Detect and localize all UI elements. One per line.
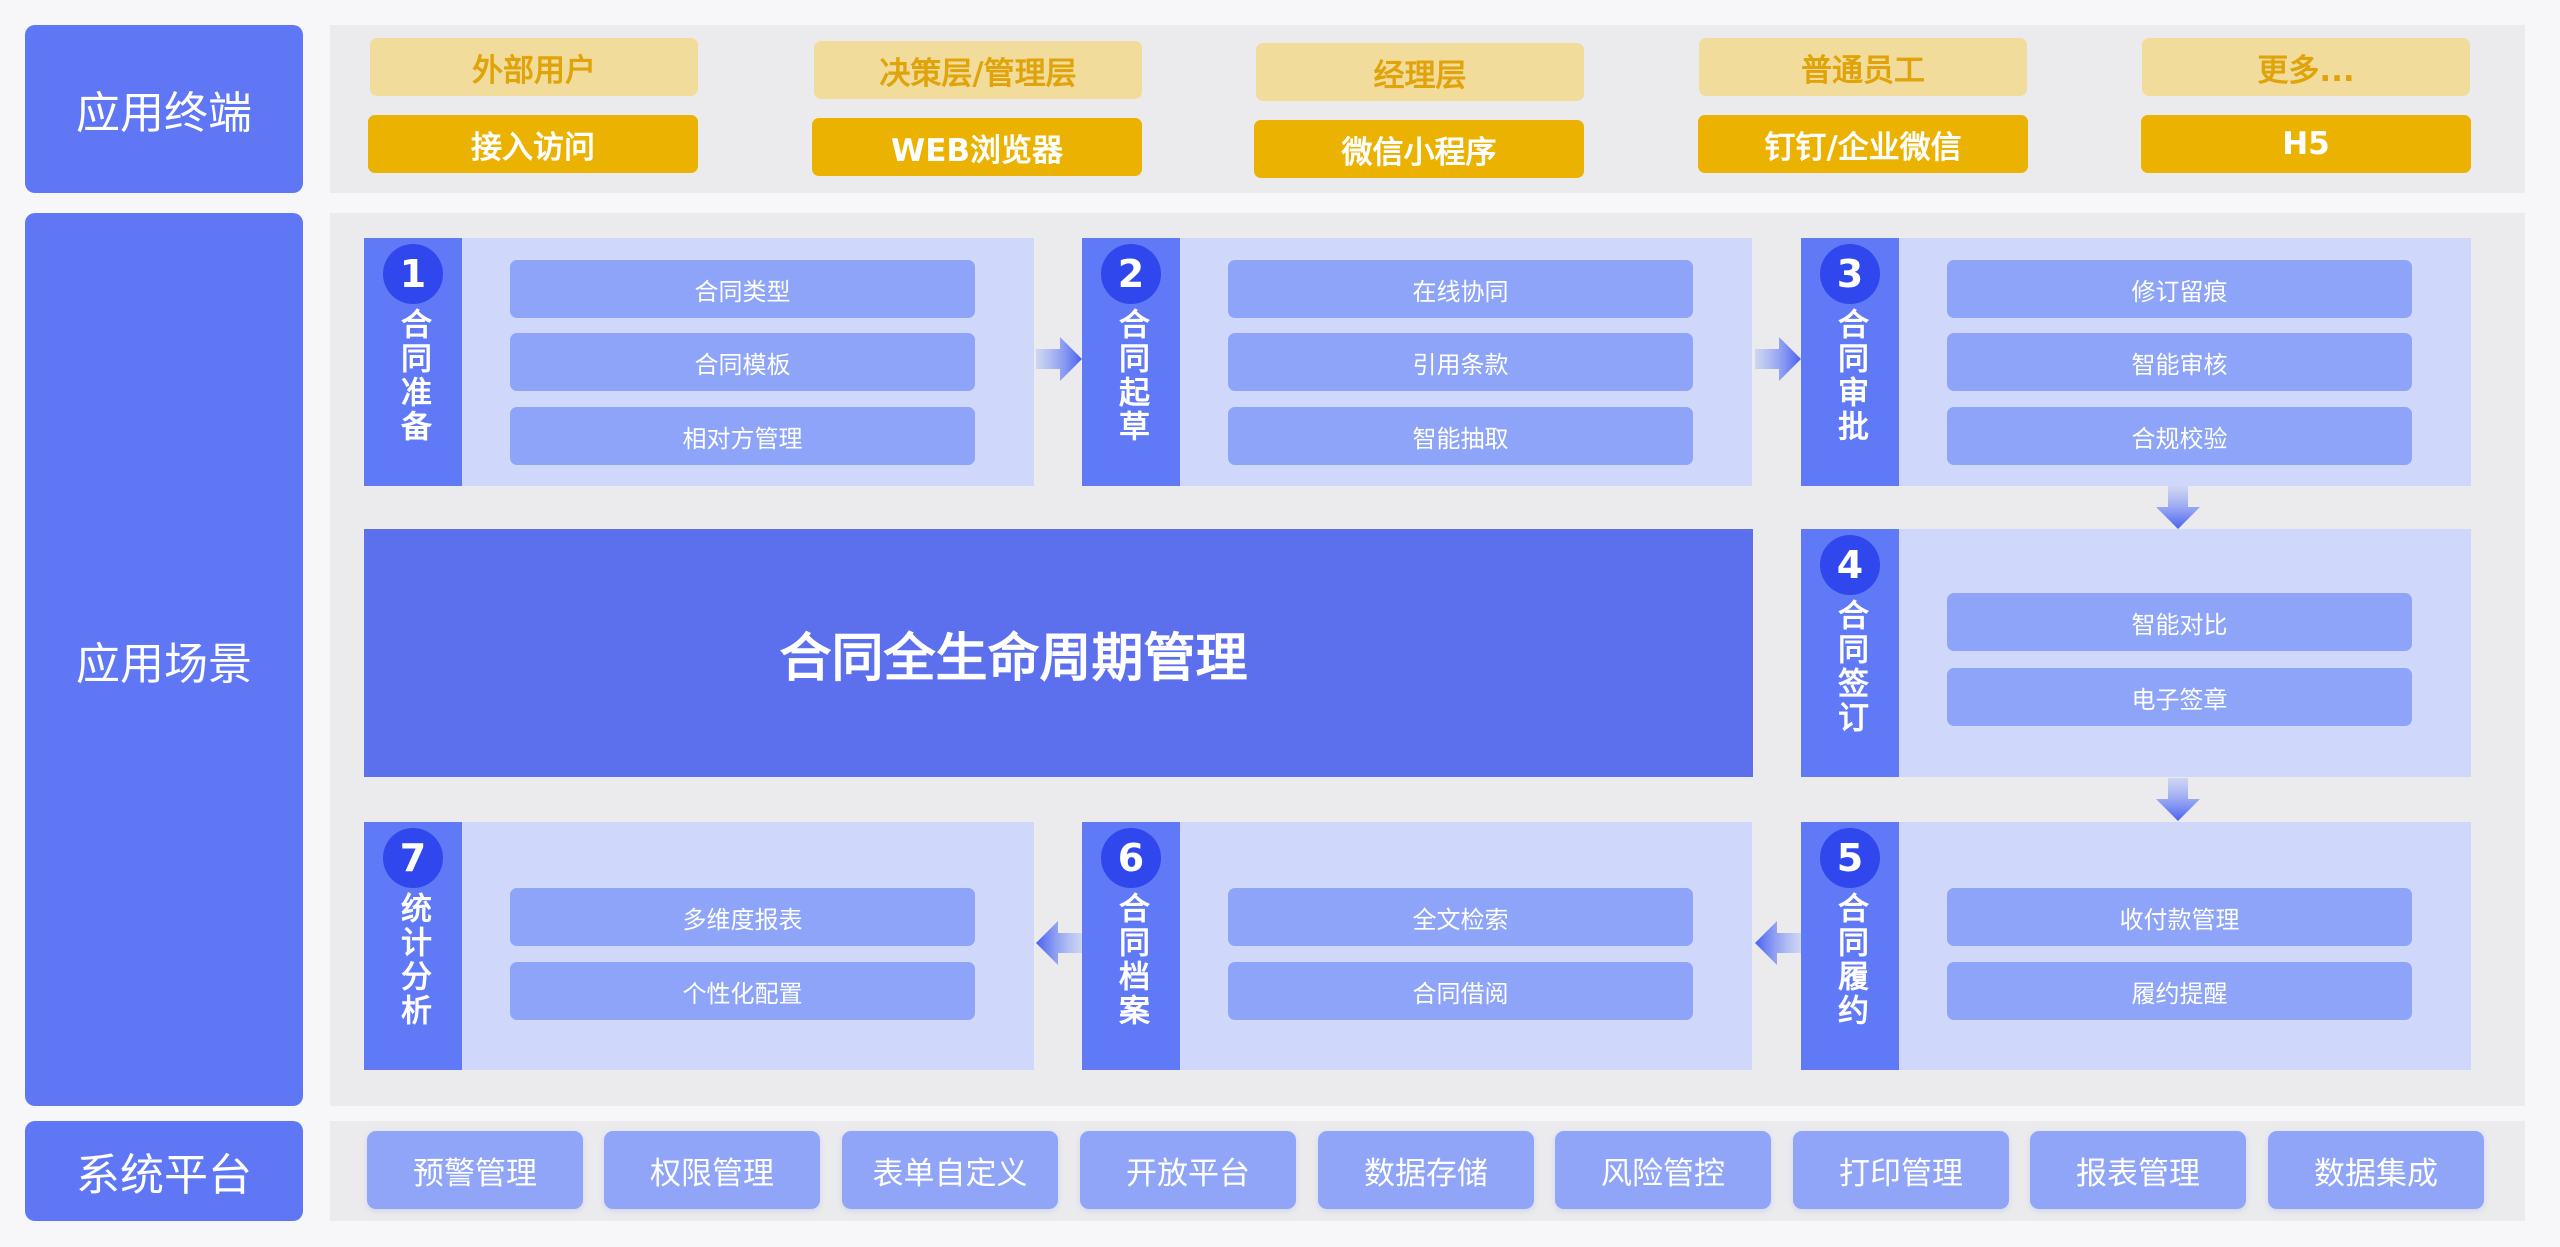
feature-item[interactable]: 履约提醒: [1947, 962, 2412, 1020]
platform-item[interactable]: 打印管理: [1793, 1131, 2009, 1209]
access-button[interactable]: 接入访问: [368, 115, 698, 173]
platform-item[interactable]: 数据集成: [2268, 1131, 2484, 1209]
feature-item[interactable]: 合同类型: [510, 260, 975, 318]
feature-item[interactable]: 合同模板: [510, 333, 975, 391]
stage-name: 统计分析: [395, 892, 431, 1028]
feature-item[interactable]: 个性化配置: [510, 962, 975, 1020]
feature-item[interactable]: 电子签章: [1947, 668, 2412, 726]
arrow-down-icon: [2156, 778, 2200, 821]
feature-item[interactable]: 全文检索: [1228, 888, 1693, 946]
feature-item[interactable]: 智能对比: [1947, 593, 2412, 651]
stage-name: 合同档案: [1113, 892, 1149, 1028]
arrow-left-icon: [1755, 921, 1801, 965]
stage-name: 合同签订: [1832, 599, 1868, 735]
feature-item[interactable]: 修订留痕: [1947, 260, 2412, 318]
platform-item[interactable]: 数据存储: [1318, 1131, 1534, 1209]
access-button[interactable]: WEB浏览器: [812, 118, 1142, 176]
access-button[interactable]: 微信小程序: [1254, 120, 1584, 178]
stage-name: 合同准备: [395, 308, 431, 444]
terminal-panel: 外部用户 接入访问 决策层/管理层 WEB浏览器 经理层 微信小程序 普通员工 …: [330, 25, 2525, 193]
stage-name: 合同审批: [1832, 308, 1868, 444]
section-label-terminal: 应用终端: [25, 25, 303, 193]
feature-item[interactable]: 智能抽取: [1228, 407, 1693, 465]
stage-contract-drafting: 2 合同起草 在线协同 引用条款 智能抽取: [1082, 238, 1752, 486]
platform-item[interactable]: 权限管理: [604, 1131, 820, 1209]
user-tag: 经理层: [1256, 43, 1584, 101]
stage-number: 4: [1820, 535, 1880, 595]
feature-item[interactable]: 在线协同: [1228, 260, 1693, 318]
platform-item[interactable]: 报表管理: [2030, 1131, 2246, 1209]
stage-number: 5: [1820, 828, 1880, 888]
stage-contract-approval: 3 合同审批 修订留痕 智能审核 合规校验: [1801, 238, 2471, 486]
user-tag: 决策层/管理层: [814, 41, 1142, 99]
stage-number: 3: [1820, 244, 1880, 304]
feature-item[interactable]: 智能审核: [1947, 333, 2412, 391]
platform-item[interactable]: 风险管控: [1555, 1131, 1771, 1209]
center-title-text: 合同全生命周期管理: [779, 628, 1248, 689]
platform-item[interactable]: 开放平台: [1080, 1131, 1296, 1209]
stage-name: 合同起草: [1113, 308, 1149, 444]
section-label-scenario: 应用场景: [25, 213, 303, 1106]
section-label-platform: 系统平台: [25, 1121, 303, 1221]
user-tag: 普通员工: [1699, 38, 2027, 96]
arrow-left-icon: [1036, 921, 1082, 965]
center-title: 合同全生命周期管理: [364, 529, 1753, 777]
arrow-down-icon: [2156, 486, 2200, 529]
user-tag: 外部用户: [370, 38, 698, 96]
stage-number: 1: [383, 244, 443, 304]
stage-number: 7: [383, 828, 443, 888]
feature-item[interactable]: 相对方管理: [510, 407, 975, 465]
feature-item[interactable]: 合规校验: [1947, 407, 2412, 465]
feature-item[interactable]: 收付款管理: [1947, 888, 2412, 946]
access-button[interactable]: H5: [2141, 115, 2471, 173]
platform-item[interactable]: 表单自定义: [842, 1131, 1058, 1209]
feature-item[interactable]: 合同借阅: [1228, 962, 1693, 1020]
feature-item[interactable]: 引用条款: [1228, 333, 1693, 391]
stage-name: 合同履约: [1832, 892, 1868, 1028]
arrow-right-icon: [1036, 337, 1082, 381]
platform-item[interactable]: 预警管理: [367, 1131, 583, 1209]
stage-contract-fulfillment: 5 合同履约 收付款管理 履约提醒: [1801, 822, 2471, 1070]
arrow-right-icon: [1755, 337, 1801, 381]
user-tag: 更多...: [2142, 38, 2470, 96]
feature-item[interactable]: 多维度报表: [510, 888, 975, 946]
stage-contract-archive: 6 合同档案 全文检索 合同借阅: [1082, 822, 1752, 1070]
stage-contract-signing: 4 合同签订 智能对比 电子签章: [1801, 529, 2471, 777]
stage-number: 2: [1101, 244, 1161, 304]
stage-statistics-analysis: 7 统计分析 多维度报表 个性化配置: [364, 822, 1034, 1070]
stage-contract-preparation: 1 合同准备 合同类型 合同模板 相对方管理: [364, 238, 1034, 486]
stage-number: 6: [1101, 828, 1161, 888]
access-button[interactable]: 钉钉/企业微信: [1698, 115, 2028, 173]
